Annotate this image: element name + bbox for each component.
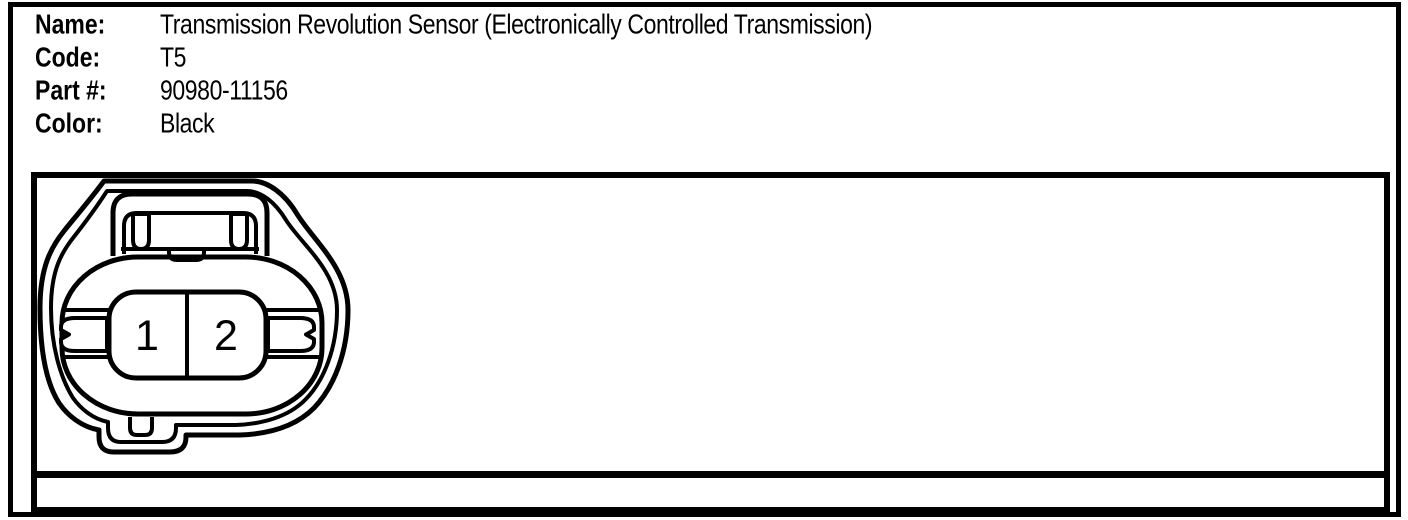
header-info: Name: Transmission Revolution Sensor (El… [35,8,1035,140]
field-row-name: Name: Transmission Revolution Sensor (El… [35,8,1035,41]
field-label: Color: [35,107,103,139]
field-label: Part #: [35,74,107,106]
field-value: Transmission Revolution Sensor (Electron… [160,8,873,40]
field-value: T5 [160,41,187,73]
field-row-code: Code: T5 [35,41,1035,74]
field-label: Name: [35,8,106,40]
field-label: Code: [35,41,101,73]
field-row-part-number: Part #: 90980-11156 [35,74,1035,107]
diagram-box [31,172,1390,513]
field-value: 90980-11156 [160,74,288,106]
field-row-color: Color: Black [35,107,1035,140]
page-border [8,2,1401,517]
diagram-footer-strip [37,471,1384,507]
field-value: Black [160,107,215,139]
